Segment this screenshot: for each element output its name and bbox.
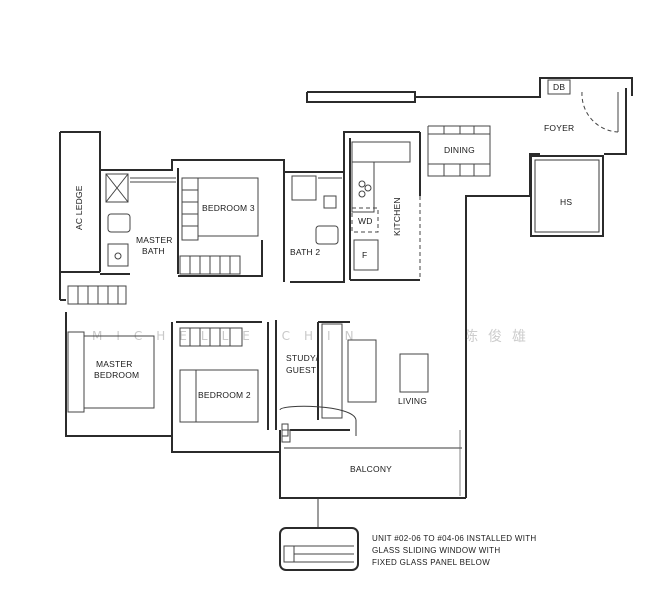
label-master-bedroom-1: MASTER	[96, 359, 133, 369]
bed-master	[83, 335, 155, 409]
note-line-3: FIXED GLASS PANEL BELOW	[372, 558, 490, 567]
label-master-bath-1: MASTER	[136, 235, 173, 245]
label-master-bath-2: BATH	[142, 246, 165, 256]
label-wd: WD	[358, 216, 373, 226]
watermark-latin: MICHELLE CHIN	[92, 329, 368, 343]
label-kitchen: KITCHEN	[392, 197, 402, 236]
label-balcony: BALCONY	[350, 464, 392, 474]
label-study-1: STUDY/	[286, 353, 319, 363]
shower-master	[105, 173, 129, 203]
watermark-chinese: 陈俊雄	[464, 328, 536, 345]
window-detail-box	[279, 527, 359, 571]
wardrobe-bedroom3	[181, 177, 199, 241]
coffee-table	[399, 353, 429, 393]
label-foyer: FOYER	[544, 123, 574, 133]
sofa	[347, 339, 377, 403]
label-study-2: GUEST	[286, 365, 316, 375]
label-db: DB	[553, 82, 565, 92]
label-fridge: F	[362, 250, 367, 260]
stove-icon	[358, 180, 366, 188]
dining-table	[427, 133, 491, 165]
label-dining: DINING	[444, 145, 475, 155]
note-line-1: UNIT #02-06 TO #04-06 INSTALLED WITH	[372, 534, 537, 543]
bed-bedroom2	[195, 369, 259, 423]
sink-master	[107, 243, 129, 267]
db-box	[547, 79, 571, 95]
label-living: LIVING	[398, 396, 427, 406]
kitchen-counter-side	[351, 161, 375, 213]
interior-walls	[100, 138, 421, 431]
label-ac-ledge: AC LEDGE	[74, 185, 84, 230]
bed-bedroom3	[197, 177, 259, 237]
window-callout: UNIT #02-06 TO #04-06 INSTALLED WITH GLA…	[279, 498, 537, 571]
sink-bath2	[323, 195, 337, 209]
toilet-bath2	[315, 225, 339, 245]
foyer-door-swing	[581, 91, 619, 133]
label-hs: HS	[560, 197, 572, 207]
label-master-bedroom-2: BEDROOM	[94, 370, 139, 380]
wardrobe-master-b	[67, 331, 85, 413]
exterior-walls	[59, 77, 633, 499]
toilet-master	[107, 213, 131, 233]
wardrobe-bedroom2	[179, 327, 243, 347]
label-bedroom-3: BEDROOM 3	[202, 203, 255, 213]
wardrobe-master	[67, 285, 127, 305]
tv-console	[321, 323, 343, 419]
washer-dryer	[351, 207, 379, 233]
fridge	[353, 239, 379, 271]
room-labels: AC LEDGE MASTER BATH BEDROOM 3 BATH 2 KI…	[74, 82, 574, 474]
fixtures	[67, 79, 619, 443]
wardrobe-bedroom2-b	[179, 369, 197, 423]
watermark: MICHELLE CHIN 陈俊雄	[92, 328, 536, 345]
note-line-2: GLASS SLIDING WINDOW WITH	[372, 546, 500, 555]
kitchen-counter-top	[351, 141, 411, 163]
label-bath-2: BATH 2	[290, 247, 320, 257]
shower-bath2	[291, 175, 317, 201]
label-bedroom-2: BEDROOM 2	[198, 390, 251, 400]
